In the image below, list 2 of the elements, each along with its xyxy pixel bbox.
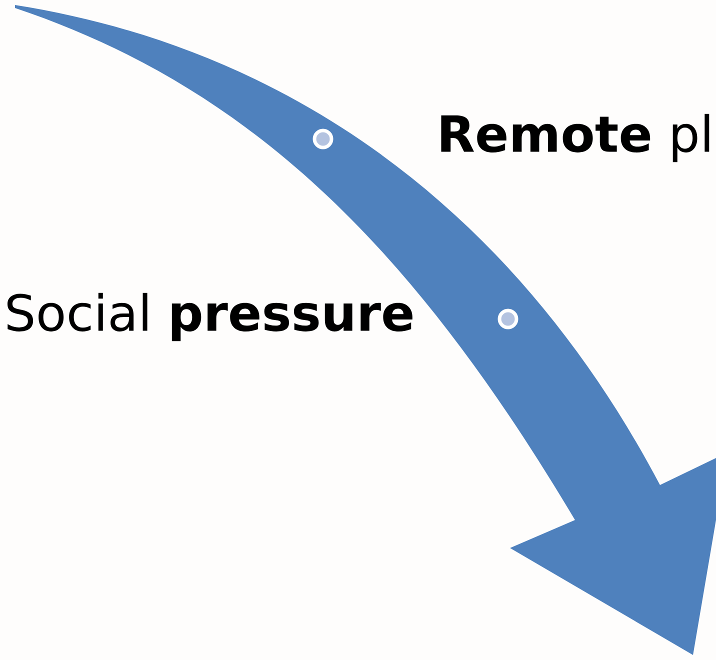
label-text: Remote pl bbox=[441, 114, 710, 162]
label-text: Social pressure bbox=[8, 292, 412, 342]
